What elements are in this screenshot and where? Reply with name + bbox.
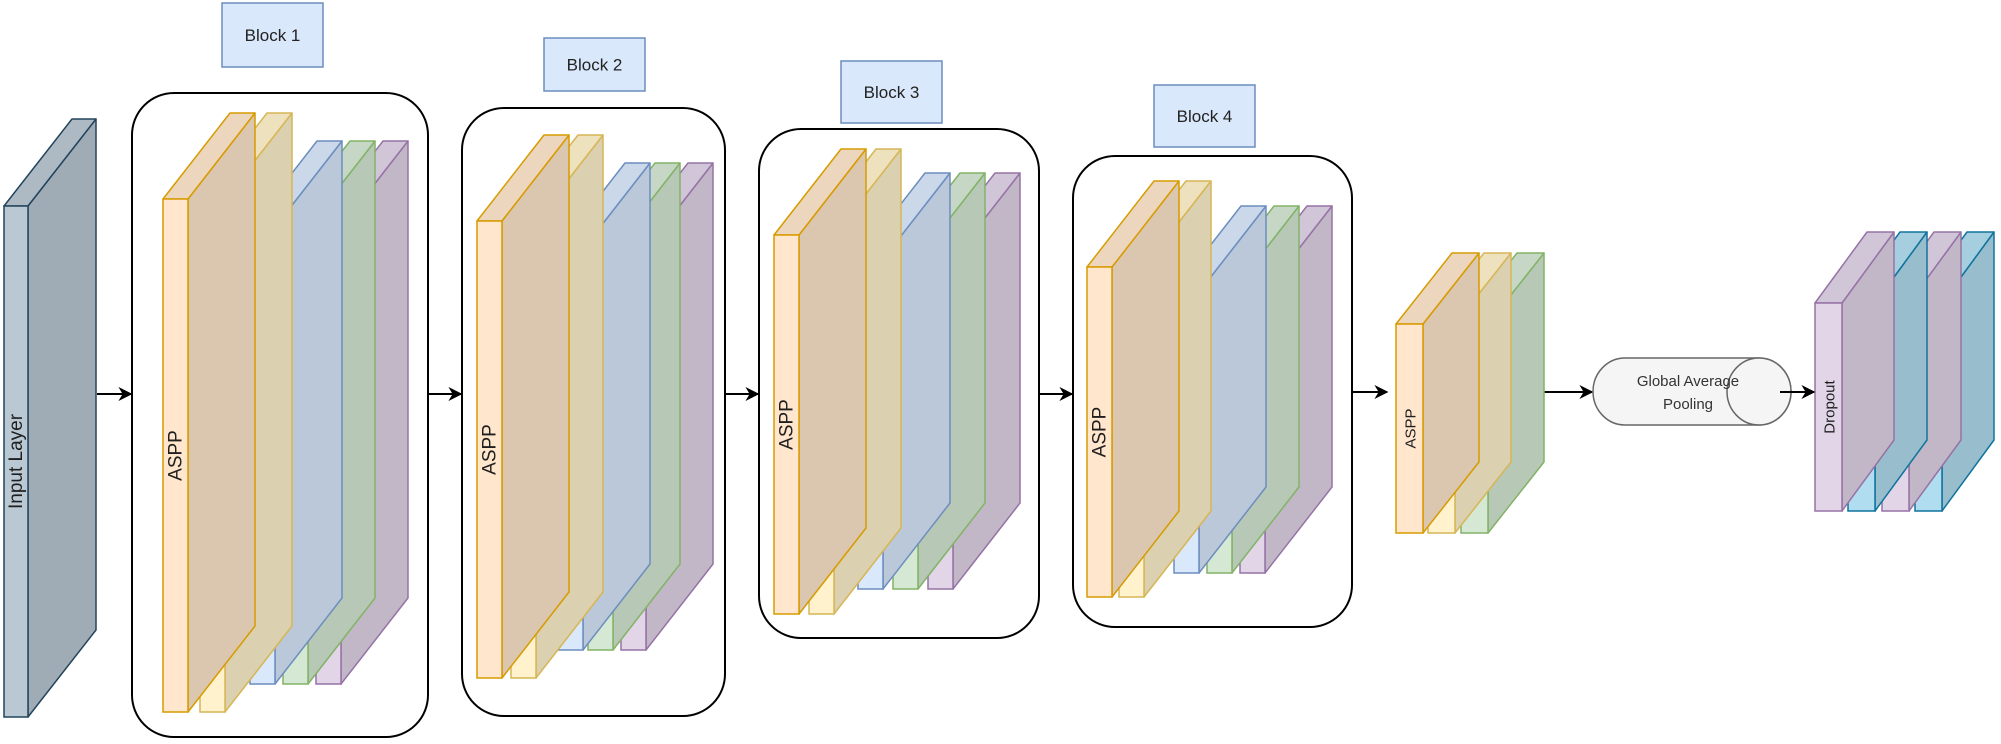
block-3-aspp-layer-label: ASPP bbox=[777, 399, 798, 450]
block-1-title-box bbox=[221, 2, 324, 68]
block-2-aspp-layer: ASPP bbox=[476, 134, 570, 679]
block-2-title: Block 2 bbox=[543, 37, 646, 92]
block-4-title-text: Block 4 bbox=[1177, 107, 1233, 126]
block-2-aspp-layer-front-face bbox=[476, 220, 503, 679]
input-layer-side-face bbox=[27, 118, 97, 718]
block-1-aspp-layer-side-face bbox=[187, 112, 256, 713]
gap-label-line2: Pooling bbox=[1663, 396, 1713, 413]
block-2-title-box bbox=[543, 37, 646, 92]
head-dropout-layer-1: Dropout bbox=[1814, 231, 1895, 512]
flow-arrows bbox=[97, 385, 1594, 401]
block-1-aspp-layer: ASPP bbox=[162, 112, 256, 713]
gap-label-line1: Global Average bbox=[1637, 373, 1739, 390]
block-2-layers: DropoutBatch NormalizationMax PoolingCBA… bbox=[476, 134, 714, 679]
block-2-title-text: Block 2 bbox=[567, 56, 623, 75]
block-2-aspp-layer-label: ASPP bbox=[480, 424, 501, 475]
layer-cubes: Input Layer DropoutBatch NormalizationMax… bbox=[3, 112, 1995, 718]
block-3-title: Block 3 bbox=[840, 60, 943, 124]
head-dropout-layer-1-front-face bbox=[1814, 302, 1843, 512]
block-3-aspp-layer-front-face bbox=[773, 234, 800, 615]
block-3-layers: DropoutBatch NormalizationMax PoolingCBA… bbox=[773, 148, 1021, 615]
block-1-aspp-layer-front-face bbox=[162, 198, 189, 713]
final-stage-layers: Batch NormalizationCBAMASPP bbox=[1395, 252, 1545, 534]
block-1-title: Block 1 bbox=[221, 2, 324, 68]
block-4-title: Block 4 bbox=[1153, 84, 1256, 148]
head-dropout-layer-1-label: Dropout bbox=[1822, 379, 1839, 433]
block-4-layers: DropoutBatch NormalizationMax PoolingCBA… bbox=[1086, 180, 1333, 598]
block-2-aspp-layer-side-face bbox=[501, 134, 570, 679]
block-3-title-text: Block 3 bbox=[864, 83, 920, 102]
block-1-title-text: Block 1 bbox=[245, 26, 301, 45]
final-aspp-layer-front-face bbox=[1395, 323, 1424, 534]
block-3-title-box bbox=[840, 60, 943, 124]
block-3-aspp-layer: ASPP bbox=[773, 148, 867, 615]
final-aspp-layer-label: ASPP bbox=[1403, 408, 1420, 448]
global-average-pooling-node: Global Average Pooling bbox=[1592, 357, 1792, 426]
input-layer-label: Input Layer bbox=[6, 413, 27, 509]
block-3-container bbox=[758, 128, 1040, 639]
final-aspp-layer: ASPP bbox=[1395, 252, 1480, 534]
input-layer: Input Layer bbox=[3, 118, 97, 718]
block-1-aspp-layer-label: ASPP bbox=[166, 430, 187, 481]
block-4-aspp-layer-front-face bbox=[1086, 266, 1113, 598]
input-layer-front-face bbox=[3, 205, 29, 718]
block-1-layers: DropoutBatch NormalizationMax PoolingCBA… bbox=[162, 112, 409, 713]
classifier-head-layers: Fully ConnectedDropoutFully ConnectedDro… bbox=[1814, 231, 1995, 512]
block-labels: Block 1 Block 2 Block 3 Block 4 bbox=[221, 2, 1256, 148]
block-4-aspp-layer-label: ASPP bbox=[1090, 407, 1111, 458]
block-2-container bbox=[461, 107, 726, 717]
block-4-title-box bbox=[1153, 84, 1256, 148]
block-1-container bbox=[131, 92, 429, 738]
block-4-aspp-layer: ASPP bbox=[1086, 180, 1180, 598]
